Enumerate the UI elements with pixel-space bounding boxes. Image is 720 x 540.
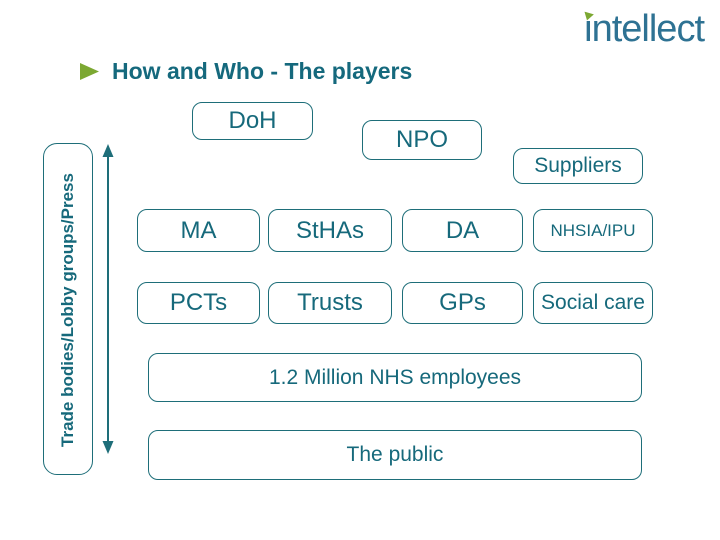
box-nhs-employees: 1.2 Million NHS employees: [148, 353, 642, 402]
box-da: DA: [402, 209, 523, 252]
box-pcts: PCTs: [137, 282, 260, 324]
box-doh: DoH: [192, 102, 313, 140]
box-nhsia-ipu: NHSIA/IPU: [533, 209, 653, 252]
box-trusts: Trusts: [268, 282, 392, 324]
title-row: How and Who - The players: [80, 58, 412, 85]
intellect-logo: intellect: [584, 8, 705, 50]
box-social-care: Social care: [533, 282, 653, 324]
box-npo: NPO: [362, 120, 482, 160]
trade-bodies-box: Trade bodies/Lobby groups/Press: [43, 143, 93, 475]
double-arrow: [101, 144, 115, 454]
box-sthas: StHAs: [268, 209, 392, 252]
box-ma: MA: [137, 209, 260, 252]
box-gps: GPs: [402, 282, 523, 324]
logo-text: intellect: [584, 8, 705, 50]
double-arrow-icon: [102, 144, 114, 454]
title-bullet-icon: [80, 63, 99, 80]
page-title: How and Who - The players: [112, 58, 413, 84]
box-the-public: The public: [148, 430, 642, 480]
trade-bodies-label: Trade bodies/Lobby groups/Press: [58, 173, 77, 447]
box-suppliers: Suppliers: [513, 148, 643, 184]
